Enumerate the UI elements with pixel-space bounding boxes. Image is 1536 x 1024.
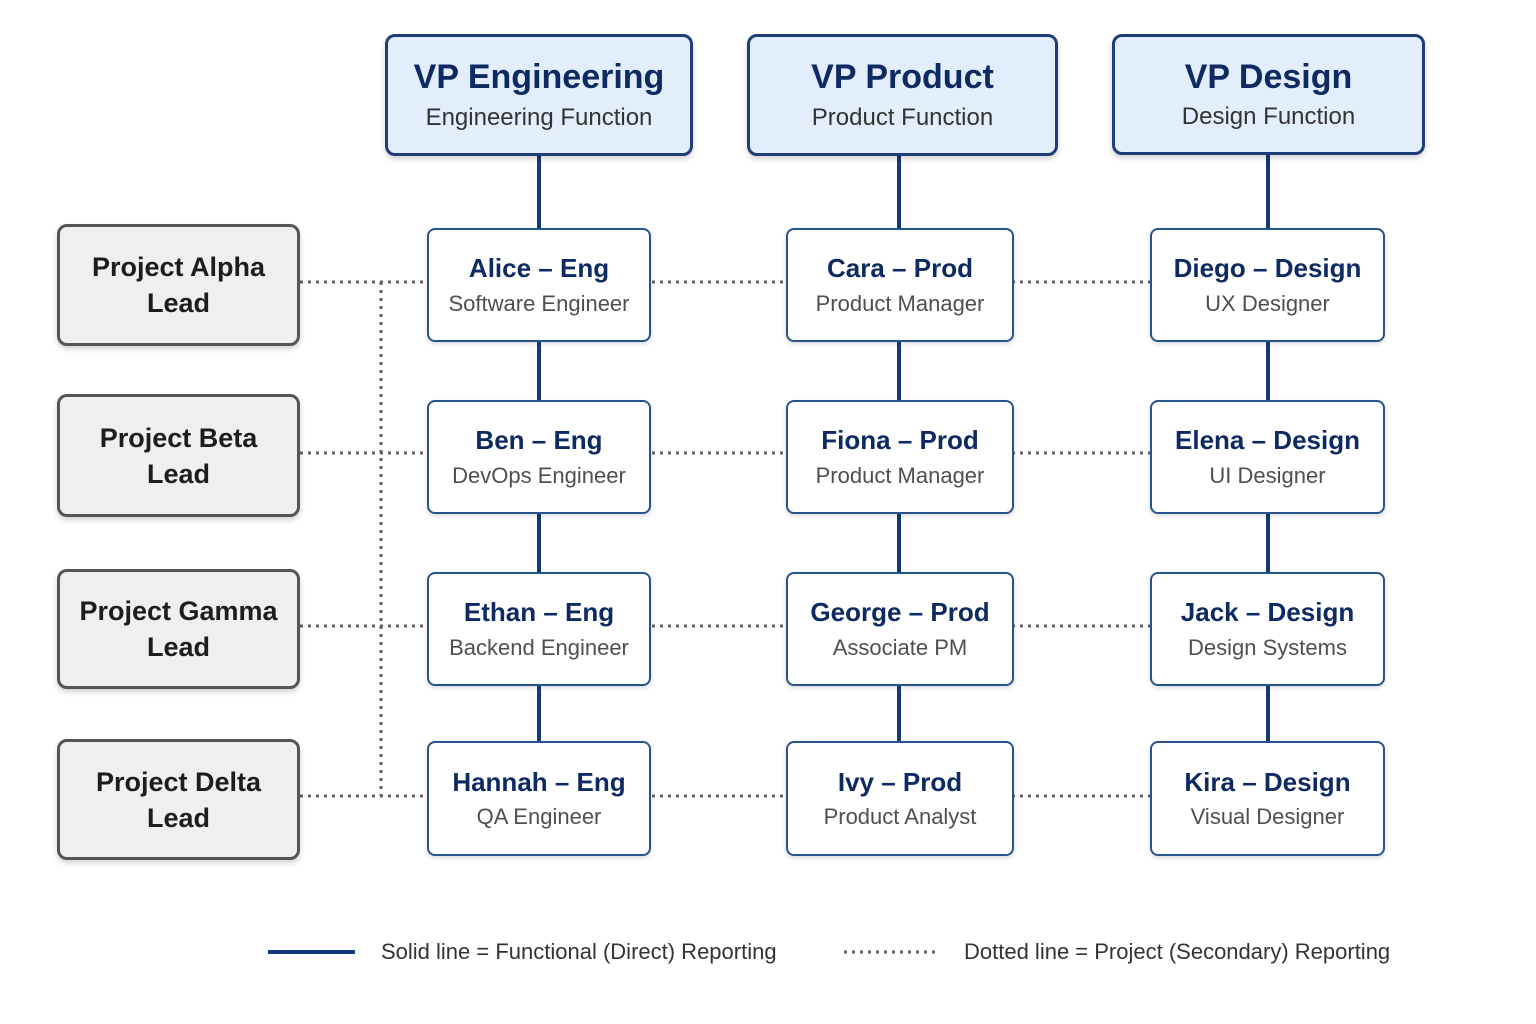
vp-subtitle: Product Function <box>811 103 994 131</box>
employee-role: Associate PM <box>832 634 968 660</box>
project-lead-label: Project Alpha Lead <box>91 252 266 318</box>
project-beta-lead-box: Project Beta Lead <box>57 394 300 517</box>
employee-elena-box: Elena – Design UI Designer <box>1150 400 1385 514</box>
employee-role: DevOps Engineer <box>452 462 626 488</box>
vp-subtitle: Engineering Function <box>425 103 653 131</box>
employee-name: Diego – Design <box>1173 253 1362 284</box>
employee-name: Cara – Prod <box>827 253 973 284</box>
employee-hannah-box: Hannah – Eng QA Engineer <box>427 741 651 856</box>
legend-solid-label: Solid line = Functional (Direct) Reporti… <box>381 939 777 964</box>
employee-role: QA Engineer <box>476 804 602 830</box>
vp-product-box: VP Product Product Function <box>747 34 1058 156</box>
employee-role: UX Designer <box>1205 290 1330 316</box>
project-gamma-lead-box: Project Gamma Lead <box>57 569 300 689</box>
employee-kira-box: Kira – Design Visual Designer <box>1150 741 1385 856</box>
employee-name: George – Prod <box>810 597 990 628</box>
employee-jack-box: Jack – Design Design Systems <box>1150 572 1385 686</box>
employee-role: Visual Designer <box>1190 804 1345 830</box>
employee-alice-box: Alice – Eng Software Engineer <box>427 228 651 342</box>
employee-name: Ben – Eng <box>475 425 603 456</box>
employee-diego-box: Diego – Design UX Designer <box>1150 228 1385 342</box>
legend-dotted-label: Dotted line = Project (Secondary) Report… <box>964 939 1391 964</box>
project-lead-label: Project Beta Lead <box>99 422 258 489</box>
employee-fiona-box: Fiona – Prod Product Manager <box>786 400 1014 514</box>
employee-role: Product Manager <box>815 462 985 488</box>
employee-ethan-box: Ethan – Eng Backend Engineer <box>427 572 651 686</box>
employee-name: Elena – Design <box>1175 425 1360 456</box>
employee-name: Ivy – Prod <box>837 766 963 797</box>
employee-name: Kira – Design <box>1184 766 1351 797</box>
vp-subtitle: Design Function <box>1181 103 1356 131</box>
employee-role: Product Analyst <box>823 804 977 830</box>
project-alpha-lead-box: Project Alpha Lead <box>57 224 300 346</box>
vp-title: VP Engineering <box>413 58 665 97</box>
employee-cara-box: Cara – Prod Product Manager <box>786 228 1014 342</box>
project-lead-label: Project Delta Lead <box>95 766 262 833</box>
employee-ben-box: Ben – Eng DevOps Engineer <box>427 400 651 514</box>
employee-role: Design Systems <box>1188 634 1347 660</box>
employee-name: Hannah – Eng <box>452 766 626 797</box>
employee-name: Alice – Eng <box>468 253 610 284</box>
project-lead-label: Project Gamma Lead <box>79 596 278 662</box>
employee-role: UI Designer <box>1209 462 1326 488</box>
employee-role: Product Manager <box>815 290 985 316</box>
employee-name: Jack – Design <box>1180 597 1355 628</box>
employee-role: Backend Engineer <box>449 634 629 660</box>
employee-ivy-box: Ivy – Prod Product Analyst <box>786 741 1014 856</box>
vp-engineering-box: VP Engineering Engineering Function <box>385 34 693 156</box>
employee-name: Ethan – Eng <box>463 597 615 628</box>
vp-design-box: VP Design Design Function <box>1112 34 1425 155</box>
vp-title: VP Product <box>811 58 994 97</box>
employee-george-box: George – Prod Associate PM <box>786 572 1014 686</box>
project-delta-lead-box: Project Delta Lead <box>57 739 300 860</box>
employee-name: Fiona – Prod <box>821 425 979 456</box>
employee-role: Software Engineer <box>448 290 630 316</box>
vp-title: VP Design <box>1184 57 1353 96</box>
